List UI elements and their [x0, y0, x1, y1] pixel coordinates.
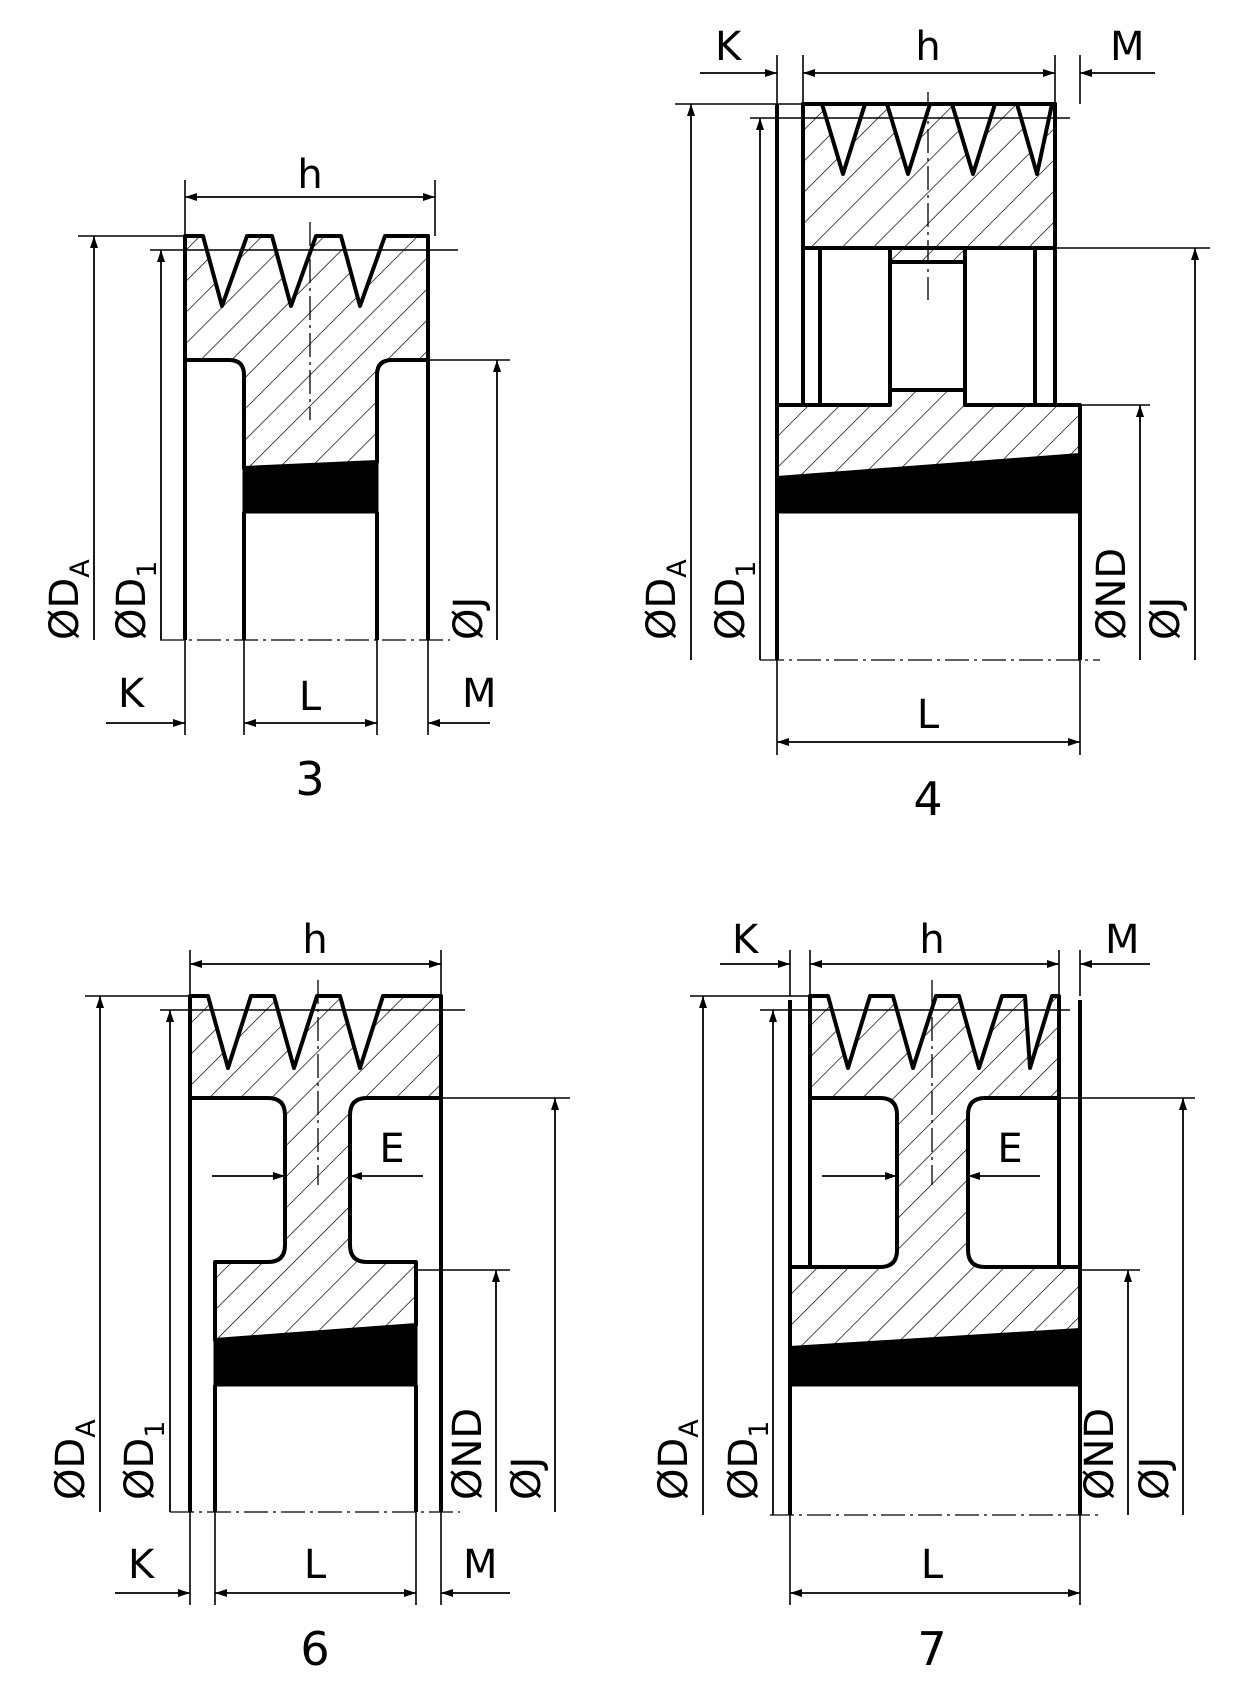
dim-K: K — [715, 24, 743, 70]
dim-J: ØJ — [1132, 1457, 1178, 1500]
pulley-view-7: h K M E L ØDA ØD1 ØND ØJ 7 — [651, 917, 1195, 1676]
view-number-4: 4 — [913, 772, 942, 826]
dim-DA: ØDA — [639, 559, 693, 640]
dim-L: L — [304, 1542, 327, 1588]
dim-J: ØJ — [446, 597, 492, 640]
dim-DA: ØDA — [42, 559, 96, 640]
dim-DA: ØDA — [48, 1419, 102, 1500]
dim-h: h — [302, 917, 327, 963]
dim-h: h — [297, 152, 322, 198]
dim-J: ØJ — [504, 1457, 550, 1500]
dim-D1: ØD1 — [708, 561, 762, 640]
dim-M: M — [462, 671, 497, 717]
dim-D1: ØD1 — [721, 1421, 775, 1500]
dim-L: L — [917, 692, 940, 738]
dim-D1: ØD1 — [117, 1421, 171, 1500]
dim-h: h — [915, 24, 940, 70]
dim-K: K — [732, 917, 760, 963]
pulley-view-4: h K M L ØDA ØD1 ØND ØJ 4 — [639, 24, 1210, 826]
dim-M: M — [1110, 24, 1145, 70]
pulley-view-3: h K L M ØDA ØD1 ØJ 3 — [42, 152, 510, 806]
dim-K: K — [118, 671, 146, 717]
dim-E: E — [379, 1126, 404, 1172]
dim-ND: ØND — [1077, 1408, 1123, 1500]
dim-M: M — [463, 1542, 498, 1588]
pulley-view-6: h E K L M ØDA ØD1 ØND ØJ 6 — [48, 917, 570, 1676]
dim-D1: ØD1 — [109, 561, 163, 640]
view-number-3: 3 — [295, 752, 324, 806]
dim-h: h — [919, 917, 944, 963]
dim-ND: ØND — [1089, 548, 1135, 640]
dim-L: L — [921, 1542, 944, 1588]
dim-E: E — [997, 1126, 1022, 1172]
dim-L: L — [299, 674, 322, 720]
dim-K: K — [128, 1542, 156, 1588]
dim-DA: ØDA — [651, 1419, 705, 1500]
dim-M: M — [1105, 917, 1140, 963]
view-number-6: 6 — [300, 1622, 329, 1676]
view-number-7: 7 — [917, 1622, 946, 1676]
dim-J: ØJ — [1143, 597, 1189, 640]
dim-ND: ØND — [445, 1408, 491, 1500]
